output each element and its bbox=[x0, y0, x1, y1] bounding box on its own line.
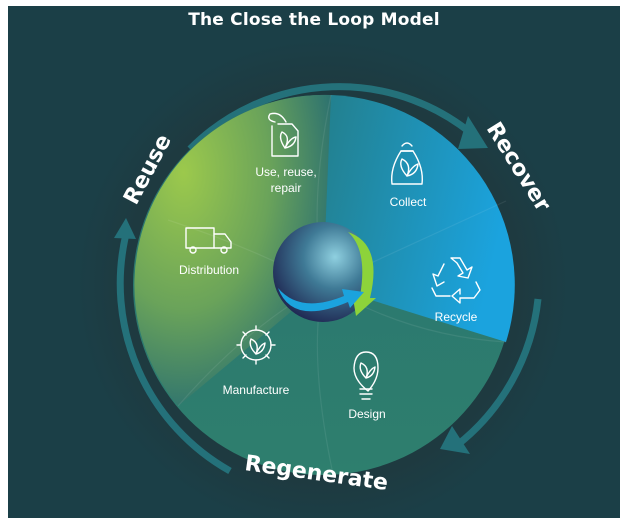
arc-right bbox=[453, 298, 542, 449]
segment-distribution: Distribution bbox=[179, 227, 239, 277]
arrow-head-recover bbox=[458, 116, 488, 149]
segment-label-line: repair bbox=[271, 181, 302, 195]
diagram-canvas: The Close the Loop Model bbox=[8, 6, 620, 518]
segment-label: Recycle bbox=[435, 310, 478, 324]
segment-green-region bbox=[134, 94, 331, 406]
arc-left bbox=[116, 233, 232, 475]
segment-label: Collect bbox=[390, 195, 427, 209]
arrow-head-reuse bbox=[114, 218, 136, 239]
segment-recycle: Recycle bbox=[431, 257, 481, 324]
cycle-arrows bbox=[114, 83, 542, 475]
segment-collect: Collect bbox=[390, 142, 427, 209]
arrow-head-regenerate bbox=[440, 426, 470, 454]
globe-loop-icon bbox=[273, 222, 376, 322]
loop-diagram: Reuse Recover Regenerate Use, reuse, rep… bbox=[78, 40, 568, 518]
diagram-title: The Close the Loop Model bbox=[188, 10, 440, 30]
segment-design: Design bbox=[348, 351, 386, 421]
segment-label: Design bbox=[348, 407, 385, 421]
tag-leaf-icon bbox=[268, 112, 299, 157]
arc-top bbox=[187, 83, 481, 152]
segment-use-reuse-repair: Use, reuse, repair bbox=[255, 112, 317, 195]
truck-icon bbox=[185, 227, 232, 254]
gear-leaf-icon bbox=[236, 325, 276, 365]
segment-label: Distribution bbox=[179, 263, 239, 277]
segment-label: Manufacture bbox=[223, 383, 290, 397]
bag-leaf-icon bbox=[391, 142, 423, 185]
lightbulb-leaf-icon bbox=[353, 351, 379, 400]
recycle-icon bbox=[431, 257, 481, 304]
segment-manufacture: Manufacture bbox=[223, 325, 290, 397]
segment-label-line: Use, reuse, bbox=[255, 165, 316, 179]
